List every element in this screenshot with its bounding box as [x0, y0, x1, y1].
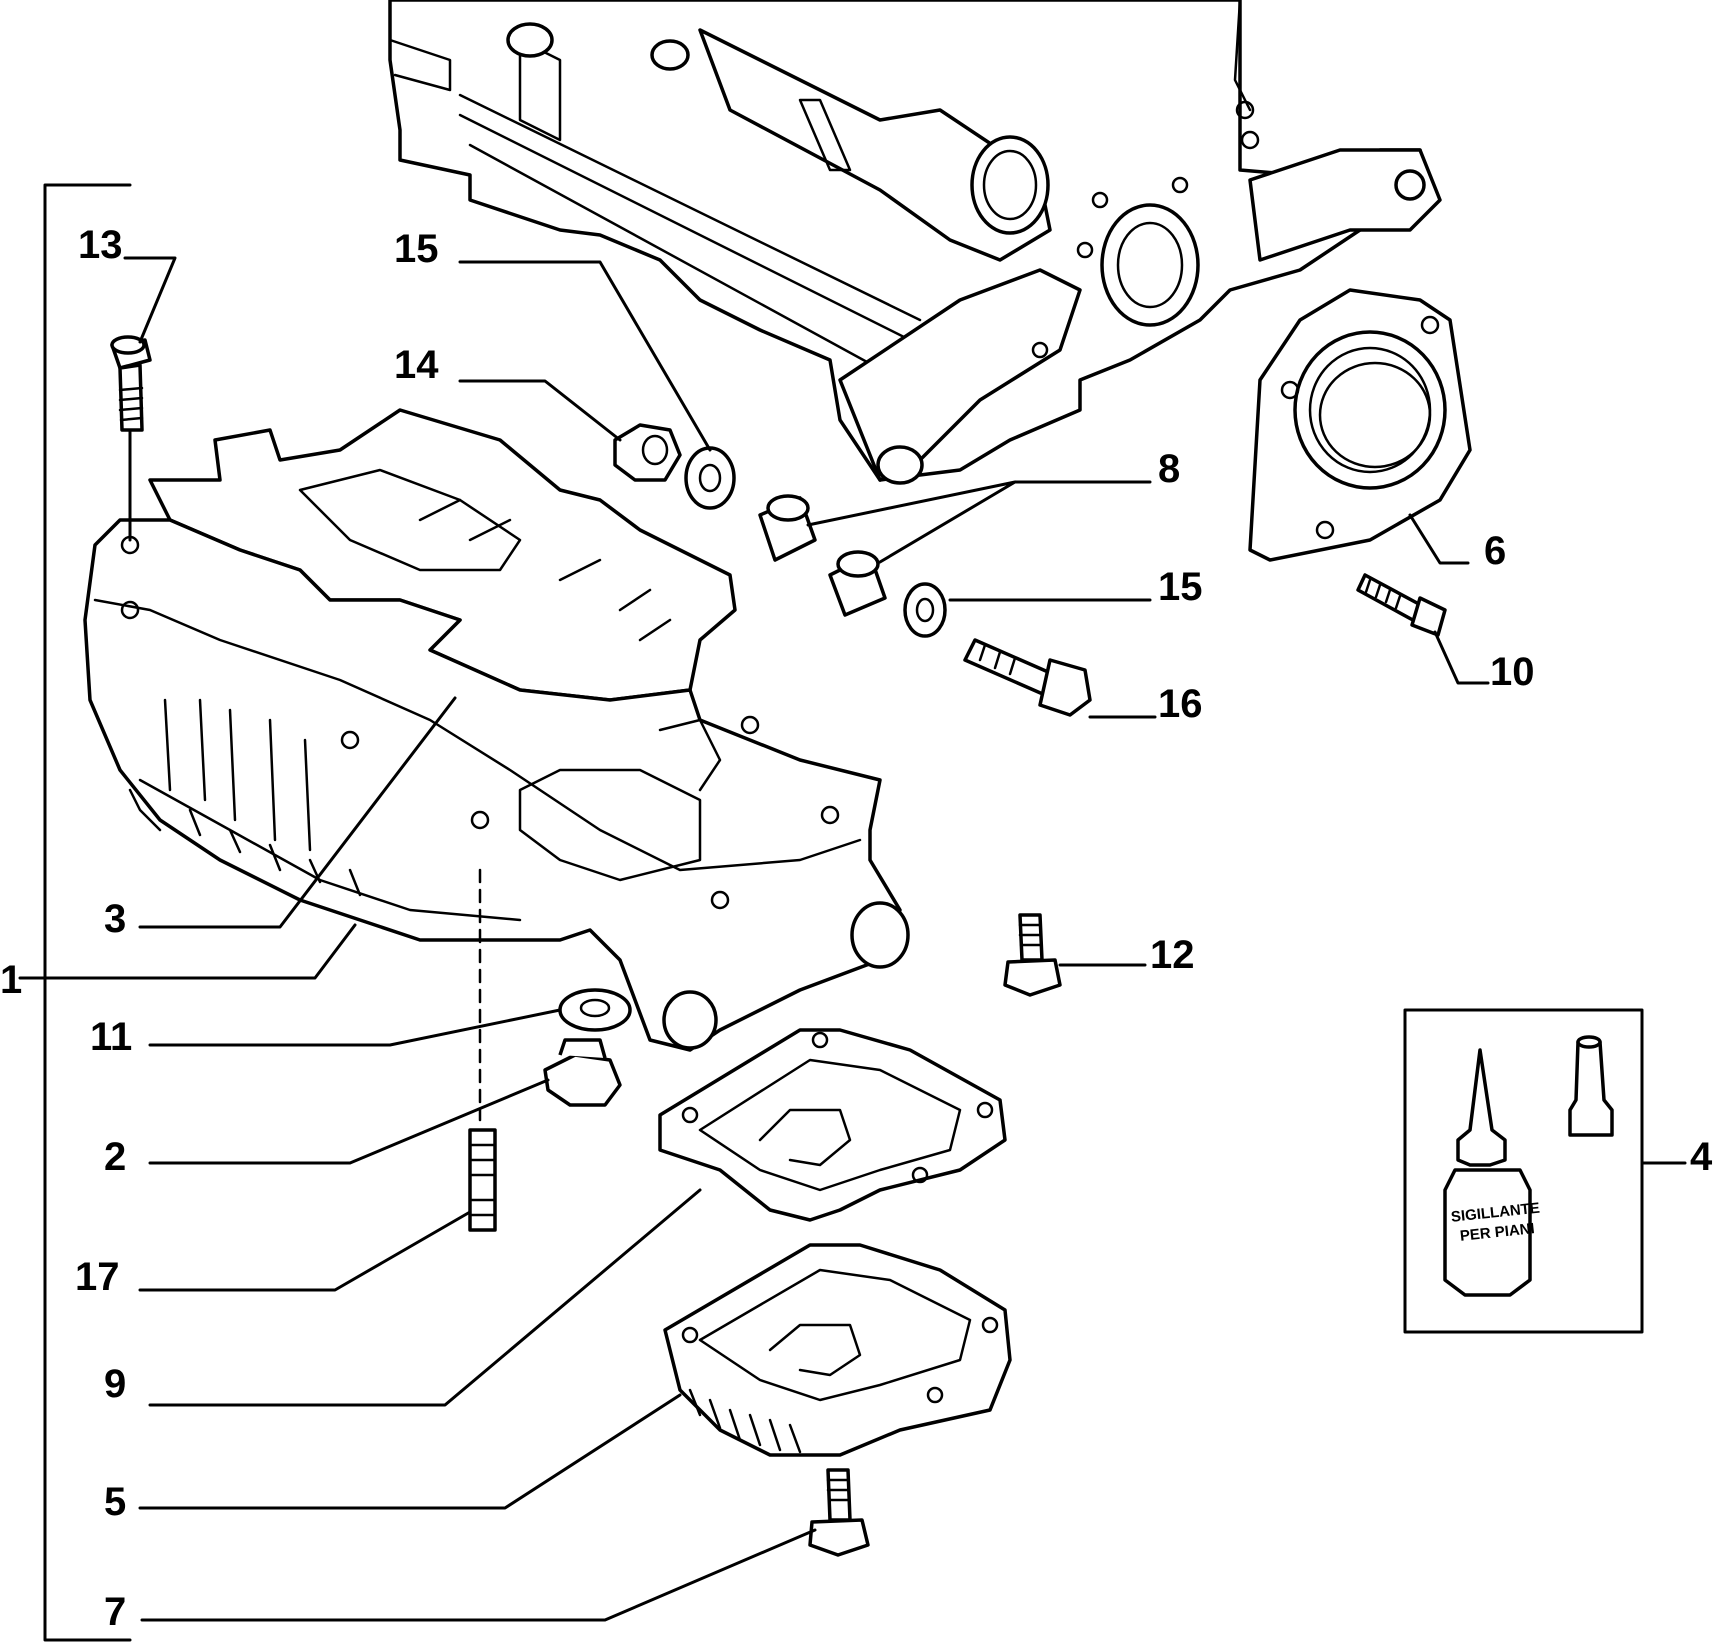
- sealant-kit-box: SIGILLANTE PER PIANI: [1403, 1008, 1644, 1334]
- callout-17: 17: [75, 1255, 120, 1299]
- callout-6: 6: [1484, 529, 1506, 573]
- callout-8: 8: [1158, 447, 1180, 491]
- callout-14: 14: [394, 343, 439, 387]
- seal-housing: [1248, 288, 1472, 562]
- callout-10: 10: [1490, 650, 1535, 694]
- oil-pan-lower: [663, 1243, 1012, 1457]
- callout-11: 11: [90, 1015, 132, 1059]
- callout-15a: 15: [394, 227, 439, 271]
- callout-4: 4: [1690, 1135, 1713, 1179]
- leader-lines: [18, 256, 1687, 1622]
- callout-9: 9: [104, 1362, 126, 1406]
- bolt-10: [1356, 573, 1447, 637]
- callout-12: 12: [1150, 933, 1195, 977]
- bolt-12: [1003, 913, 1062, 997]
- drain-parts: [468, 868, 632, 1232]
- callout-15b: 15: [1158, 565, 1203, 609]
- oil-pan-upper: [83, 518, 910, 1052]
- callout-3: 3: [104, 897, 126, 941]
- engine-block: [388, 0, 1442, 485]
- gasket-9: [658, 1028, 1007, 1222]
- callout-1: 1: [0, 958, 22, 1002]
- callout-7: 7: [104, 1590, 126, 1634]
- callout-labels: 1 2 3 4 5 6 7 8 9 10 11 12 13 14 15 15 1…: [0, 223, 1713, 1634]
- callout-2: 2: [104, 1135, 126, 1179]
- callout-5: 5: [104, 1480, 126, 1524]
- stud-13: [110, 335, 152, 432]
- group-bracket: [43, 183, 132, 1642]
- callout-16: 16: [1158, 682, 1203, 726]
- callout-13: 13: [78, 223, 123, 267]
- bolt-7: [808, 1468, 870, 1557]
- fastener-stack: [613, 423, 1092, 717]
